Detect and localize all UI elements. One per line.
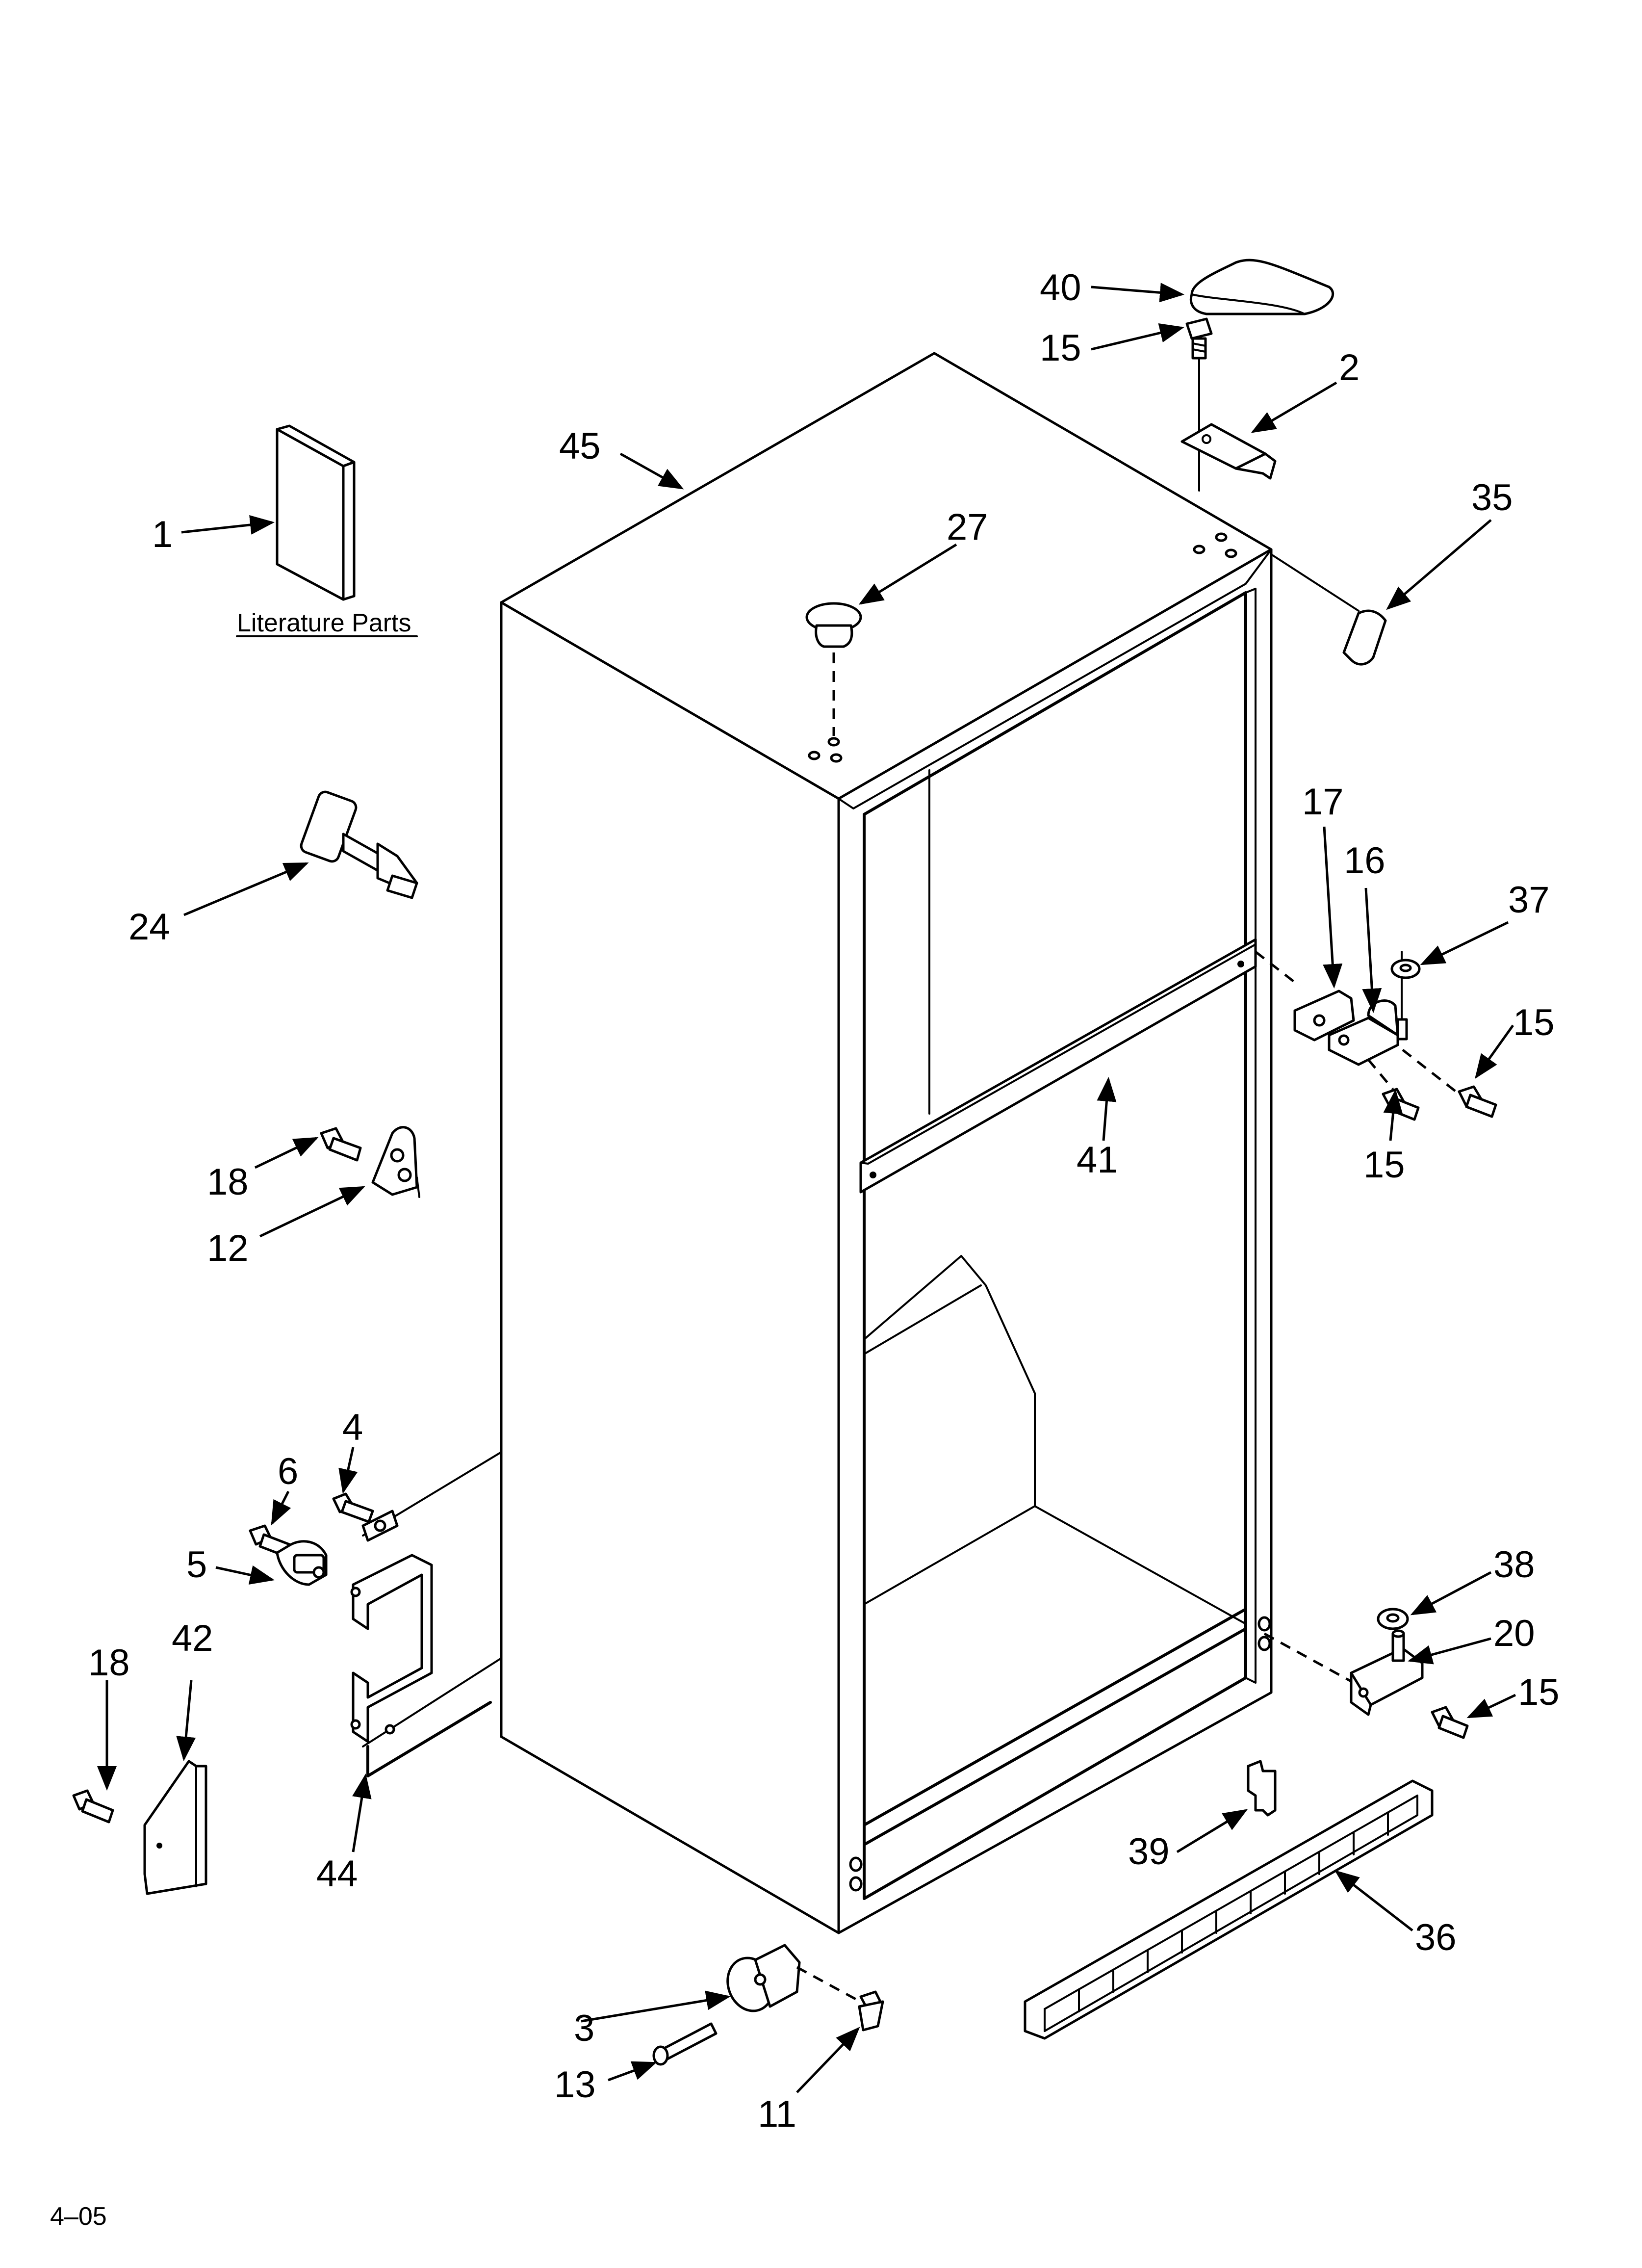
- callout-6: 6: [278, 1451, 298, 1492]
- center-hinge-washer-37: [1390, 959, 1421, 979]
- bottom-hinge-screw: [1431, 1706, 1469, 1739]
- callout-41: 41: [1077, 1139, 1118, 1181]
- bottom-hinge-20: [1350, 1629, 1424, 1716]
- top-hinge: [1180, 423, 1277, 480]
- handle-clip-5: [276, 1540, 328, 1586]
- cabinet-shell: [362, 352, 1273, 1934]
- door-stop-bracket: [371, 1126, 420, 1198]
- callout-35: 35: [1471, 477, 1513, 519]
- callout-40: 40: [1040, 267, 1081, 309]
- door-stop: [300, 790, 418, 899]
- toe-grille: [1024, 1779, 1434, 2040]
- callout-37: 37: [1508, 879, 1550, 921]
- hinge-pin-cover: [1270, 553, 1387, 666]
- callout-20: 20: [1493, 1613, 1535, 1654]
- bottom-hinge-washer-38: [1377, 1608, 1409, 1630]
- door-handle-44: [350, 1554, 492, 1777]
- callout-4: 4: [342, 1407, 363, 1448]
- callout-1: 1: [152, 514, 173, 555]
- callout-16: 16: [1344, 840, 1385, 882]
- callout-12: 12: [207, 1227, 249, 1269]
- roller-screw-11: [858, 1990, 884, 2032]
- callout-numbers: 40 15 2 45 27 35 1 24 17 16 37 15 15 41 …: [50, 267, 1560, 2231]
- callout-17: 17: [1302, 781, 1344, 823]
- callout-5: 5: [186, 1544, 207, 1586]
- callout-45: 45: [559, 425, 601, 467]
- callout-15-center-lower: 15: [1363, 1144, 1405, 1186]
- hinge-cover-42: [143, 1760, 207, 1895]
- center-hinge-screw-right: [1458, 1085, 1497, 1118]
- callout-44: 44: [316, 1853, 358, 1895]
- callout-3: 3: [574, 2007, 594, 2049]
- handle-upper-bracket: [361, 1510, 399, 1542]
- top-hinge-screw: [1185, 317, 1213, 492]
- handle-screw-4: [332, 1492, 374, 1523]
- callout-18-lower: 18: [88, 1642, 130, 1684]
- leader-lines: [97, 283, 1516, 2093]
- callout-15-top: 15: [1040, 327, 1081, 369]
- top-hinge-cover: [1189, 259, 1334, 315]
- callout-42: 42: [172, 1617, 213, 1659]
- callout-36: 36: [1415, 1917, 1457, 1958]
- cabinet-top-plug: [805, 602, 862, 736]
- roller-pin-13: [652, 2022, 718, 2066]
- door-stop-screw: [320, 1127, 362, 1162]
- hinge-cover-screw: [72, 1789, 114, 1824]
- literature-parts-booklet: [276, 424, 356, 601]
- callout-24: 24: [128, 906, 170, 948]
- revision-code: 4–05: [50, 2202, 107, 2231]
- center-hinge-shim-17: [1293, 990, 1355, 1042]
- callout-13: 13: [554, 2064, 596, 2106]
- callout-2: 2: [1339, 347, 1360, 389]
- callout-15-center-right: 15: [1513, 1002, 1555, 1043]
- toe-grille-clip: [1247, 1760, 1277, 1817]
- callout-39: 39: [1128, 1831, 1170, 1873]
- callout-11: 11: [758, 2093, 796, 2135]
- callout-15-bottom-right: 15: [1518, 1671, 1560, 1713]
- literature-parts-caption: Literature Parts: [237, 609, 411, 637]
- callout-38: 38: [1493, 1544, 1535, 1586]
- mullion-bar: [859, 938, 1257, 1194]
- callout-18-middle: 18: [207, 1161, 249, 1203]
- callout-27: 27: [947, 506, 988, 548]
- roller-assembly-3: [726, 1944, 801, 2012]
